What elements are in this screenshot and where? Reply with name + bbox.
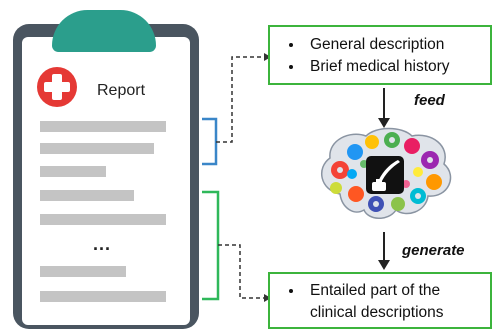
- text-line: [40, 291, 166, 302]
- text-line: [40, 214, 166, 225]
- top-bracket: [202, 117, 218, 166]
- red-cross-icon: [37, 67, 77, 107]
- report-title: Report: [97, 82, 146, 99]
- text-line: [40, 266, 126, 277]
- generate-label: generate: [402, 242, 465, 259]
- text-line: [40, 121, 166, 132]
- bottom-bracket: [202, 190, 220, 301]
- quill-inkwell-icon: [366, 156, 404, 194]
- list-item: General description: [304, 34, 490, 56]
- input-description-box: General description Brief medical histor…: [268, 25, 492, 85]
- dashed-connector-top: [216, 56, 264, 143]
- ellipsis: ...: [93, 234, 112, 254]
- text-line: [40, 166, 106, 177]
- feed-label: feed: [414, 92, 445, 109]
- text-line: [40, 190, 134, 201]
- dashed-connector-bottom: [218, 244, 264, 299]
- brain-gears-icon: [320, 127, 452, 219]
- list-item: Brief medical history: [304, 56, 490, 78]
- text-line: [40, 143, 154, 154]
- clipboard-clip: [52, 10, 156, 52]
